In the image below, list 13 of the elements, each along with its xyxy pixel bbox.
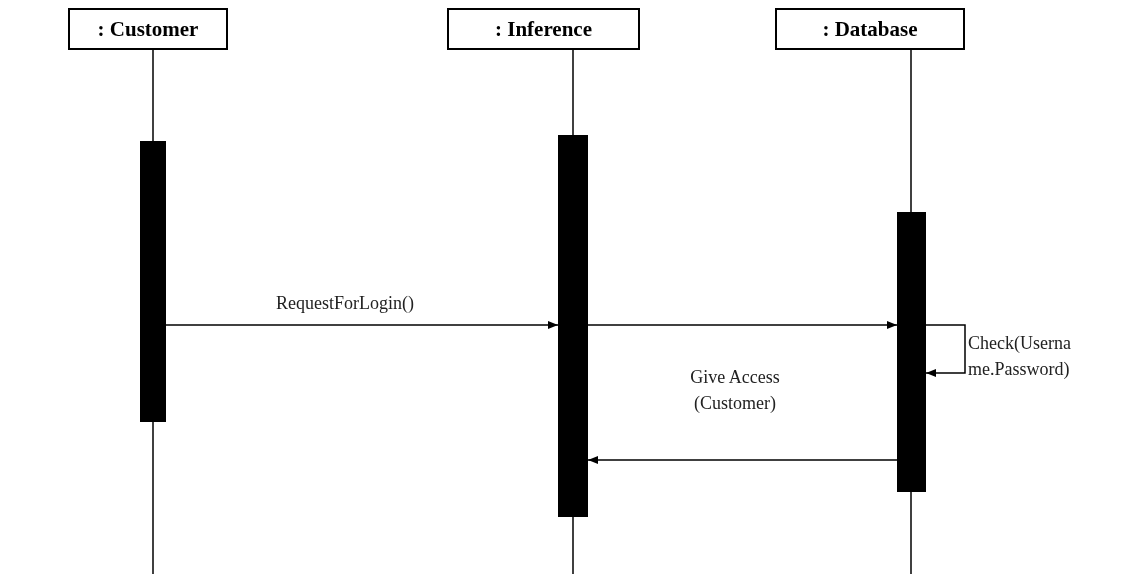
activation-bar <box>897 212 926 492</box>
message-arrow <box>165 321 559 329</box>
message-label: Give Access (Customer) <box>689 366 781 415</box>
participant-box: : Database <box>775 8 965 50</box>
message-arrow <box>925 324 966 377</box>
message-label: RequestForLogin() <box>275 292 415 315</box>
message-arrow <box>587 456 898 464</box>
activation-bar <box>558 135 588 517</box>
message-label: Check(Userna me.Password) <box>968 332 1072 381</box>
participant-box: : Customer <box>68 8 228 50</box>
message-arrow <box>587 321 898 329</box>
participant-box: : Inference <box>447 8 640 50</box>
activation-bar <box>140 141 166 422</box>
